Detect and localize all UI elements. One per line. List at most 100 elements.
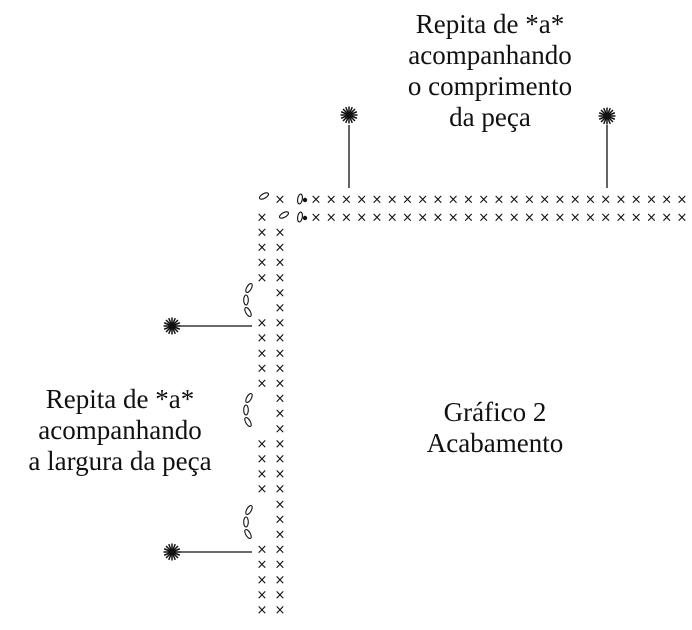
chain-stitch-icon: [245, 282, 253, 294]
chain-stitch-icon: [244, 306, 252, 318]
single-crochet-icon: ×: [356, 211, 367, 226]
single-crochet-icon: ×: [631, 193, 642, 208]
single-crochet-icon: ×: [257, 573, 268, 588]
single-crochet-icon: ×: [275, 392, 286, 407]
single-crochet-icon: ×: [275, 528, 286, 543]
single-crochet-icon: ×: [616, 211, 627, 226]
single-crochet-icon: ×: [257, 452, 268, 467]
single-crochet-icon: ×: [661, 193, 672, 208]
chart-title: Gráfico 2 Acabamento: [395, 397, 595, 459]
single-crochet-icon: ×: [275, 193, 286, 208]
single-crochet-icon: ×: [275, 467, 286, 482]
single-crochet-icon: ×: [585, 211, 596, 226]
single-crochet-icon: ×: [257, 241, 268, 256]
single-crochet-icon: ×: [275, 512, 286, 527]
single-crochet-icon: ×: [275, 226, 286, 241]
repeat-markers: [163, 106, 616, 561]
single-crochet-icon: ×: [275, 543, 286, 558]
single-crochet-icon: ×: [257, 558, 268, 573]
single-crochet-icon: ×: [275, 241, 286, 256]
asterisk-icon: [598, 107, 616, 125]
width-repeat-line-2: acompanhando: [38, 415, 202, 445]
length-repeat-line-3: o comprimento: [407, 71, 573, 101]
length-repeat-line-2: acompanhando: [408, 40, 572, 70]
single-crochet-icon: ×: [257, 361, 268, 376]
single-crochet-icon: ×: [433, 193, 444, 208]
chain-stitch-icon: [278, 211, 290, 219]
single-crochet-icon: ×: [494, 211, 505, 226]
single-crochet-icon: ×: [661, 211, 672, 226]
slip-stitch-icon: [302, 215, 308, 221]
single-crochet-icon: ×: [257, 467, 268, 482]
single-crochet-icon: ×: [257, 543, 268, 558]
chain-stitch-icon: [245, 504, 253, 516]
single-crochet-icon: ×: [570, 211, 581, 226]
single-crochet-icon: ×: [275, 482, 286, 497]
asterisk-icon: [163, 317, 181, 335]
chain-stitch-icon: [243, 294, 249, 306]
single-crochet-icon: ×: [257, 271, 268, 286]
single-crochet-icon: ×: [509, 211, 520, 226]
single-crochet-icon: ×: [257, 316, 268, 331]
single-crochet-icon: ×: [275, 407, 286, 422]
single-crochet-icon: ×: [478, 193, 489, 208]
single-crochet-icon: ×: [539, 193, 550, 208]
single-crochet-icon: ×: [275, 603, 286, 618]
single-crochet-icon: ×: [257, 603, 268, 618]
single-crochet-icon: ×: [417, 211, 428, 226]
single-crochet-icon: ×: [257, 211, 268, 226]
single-crochet-icon: ×: [524, 193, 535, 208]
single-crochet-icon: ×: [646, 211, 657, 226]
single-crochet-icon: ×: [275, 497, 286, 512]
single-crochet-icon: ×: [631, 211, 642, 226]
single-crochet-icon: ×: [463, 193, 474, 208]
chain-stitch-icon: [244, 416, 252, 428]
asterisk-icon: [340, 106, 358, 124]
single-crochet-icon: ×: [275, 588, 286, 603]
single-crochet-icon: ×: [555, 193, 566, 208]
single-crochet-icon: ×: [372, 211, 383, 226]
single-crochet-icon: ×: [463, 211, 474, 226]
single-crochet-icon: ×: [275, 346, 286, 361]
width-repeat-line-1: Repita de *a*: [45, 384, 195, 414]
single-crochet-icon: ×: [372, 193, 383, 208]
single-crochet-icon: ×: [387, 211, 398, 226]
width-repeat-line-3: a largura da peça: [28, 446, 212, 476]
single-crochet-icon: ×: [257, 226, 268, 241]
length-repeat-line-4: da peça: [449, 102, 531, 132]
single-crochet-icon: ×: [275, 452, 286, 467]
single-crochet-icon: ×: [257, 482, 268, 497]
single-crochet-icon: ×: [257, 256, 268, 271]
single-crochet-icon: ×: [585, 193, 596, 208]
single-crochet-icon: ×: [555, 211, 566, 226]
single-crochet-icon: ×: [275, 573, 286, 588]
chart-title-line-1: Gráfico 2: [443, 397, 547, 427]
chain-stitch-icon: [243, 516, 249, 528]
chain-stitch-icon: [297, 211, 303, 223]
chain-stitch-icon: [244, 528, 252, 540]
single-crochet-icon: ×: [677, 193, 688, 208]
single-crochet-icon: ×: [257, 377, 268, 392]
single-crochet-icon: ×: [448, 193, 459, 208]
single-crochet-icon: ×: [326, 211, 337, 226]
single-crochet-icon: ×: [677, 211, 688, 226]
single-crochet-icon: ×: [275, 286, 286, 301]
single-crochet-icon: ×: [616, 193, 627, 208]
chain-stitch-icon: [297, 193, 303, 205]
single-crochet-icon: ×: [494, 193, 505, 208]
single-crochet-icon: ×: [275, 301, 286, 316]
single-crochet-icon: ×: [356, 193, 367, 208]
single-crochet-icon: ×: [257, 346, 268, 361]
chart-title-line-2: Acabamento: [426, 428, 564, 458]
single-crochet-icon: ×: [311, 211, 322, 226]
single-crochet-icon: ×: [600, 193, 611, 208]
chain-stitch-icon: [243, 404, 249, 416]
single-crochet-icon: ×: [341, 193, 352, 208]
length-repeat-line-1: Repita de *a*: [415, 9, 565, 39]
chain-stitch-icon: [258, 192, 270, 200]
length-repeat-caption: Repita de *a* acompanhando o comprimento…: [385, 9, 595, 133]
asterisk-icon: [163, 543, 181, 561]
chain-stitch-icon: [245, 392, 253, 404]
single-crochet-icon: ×: [311, 193, 322, 208]
